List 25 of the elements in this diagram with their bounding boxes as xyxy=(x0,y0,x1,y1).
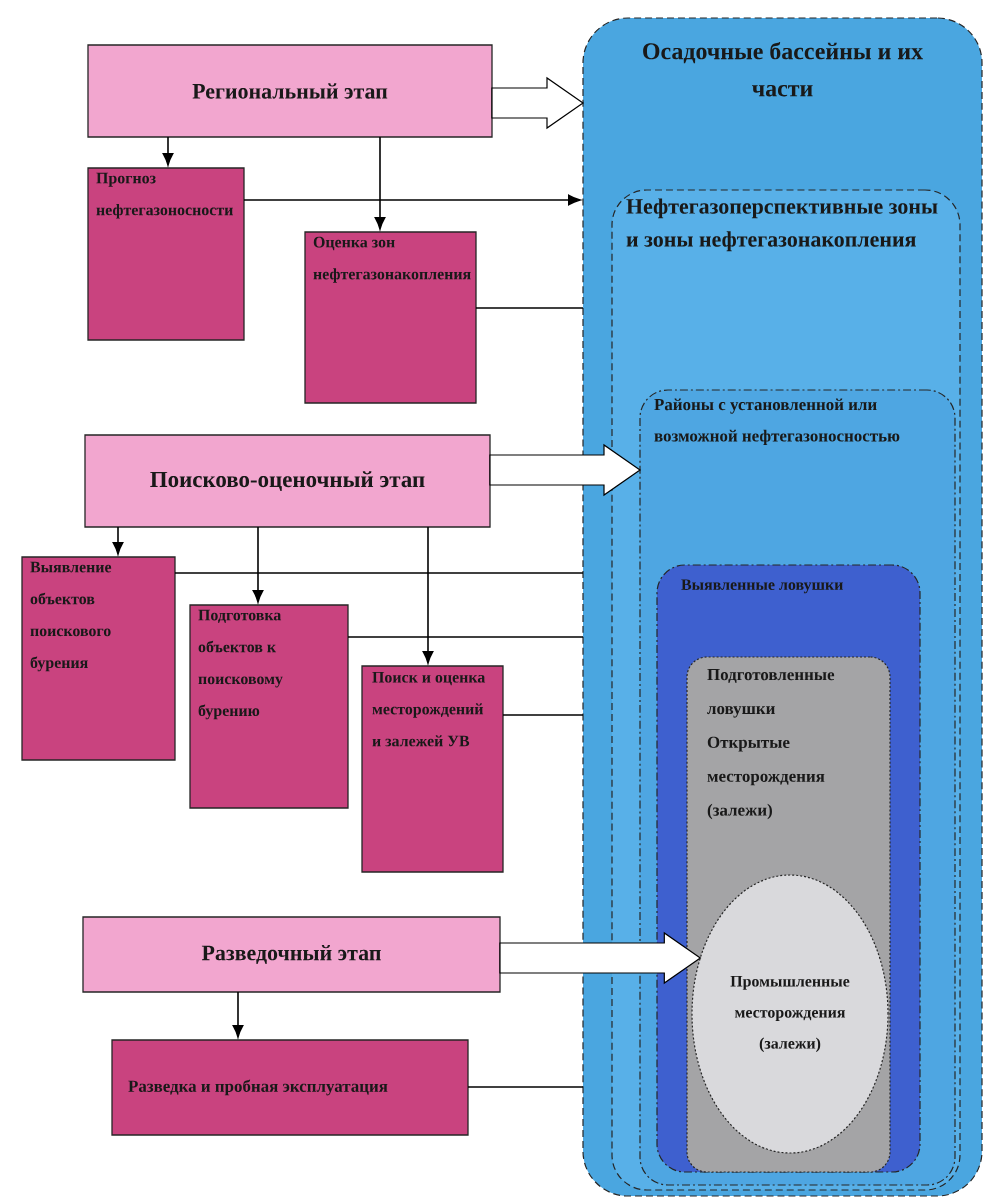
arrow xyxy=(422,526,434,664)
arrow xyxy=(232,991,244,1038)
arrow xyxy=(243,194,581,206)
arrow xyxy=(252,526,264,603)
arrow xyxy=(374,136,386,230)
stage-box: Разведочный этап xyxy=(82,916,501,993)
connector-line xyxy=(475,307,584,309)
arrow xyxy=(162,136,174,166)
task-box: Поиск и оценка месторождений и залежей УВ xyxy=(361,665,504,873)
task-box: Разведка и пробная эксплуатация xyxy=(111,1039,469,1136)
task-box: Подготовка объектов к поисковому бурению xyxy=(189,604,349,809)
task-box: Прогноз нефтегазоносности xyxy=(87,167,245,341)
arrow xyxy=(112,526,124,555)
oval-region: Промышленные месторождения (залежи) xyxy=(691,874,889,1154)
stage-box: Региональный этап xyxy=(87,44,493,138)
block-arrow xyxy=(491,76,585,130)
connector-line xyxy=(467,1086,584,1088)
block-arrow xyxy=(489,443,642,497)
connector-line xyxy=(174,572,584,574)
connector-line xyxy=(347,636,584,638)
connector-line xyxy=(502,714,584,716)
task-box: Выявление объектов поискового бурения xyxy=(21,556,176,761)
stage-box: Поисково-оценочный этап xyxy=(84,434,491,528)
block-arrow xyxy=(499,931,702,985)
task-box: Оценка зон нефтегазонакопления xyxy=(304,231,477,404)
